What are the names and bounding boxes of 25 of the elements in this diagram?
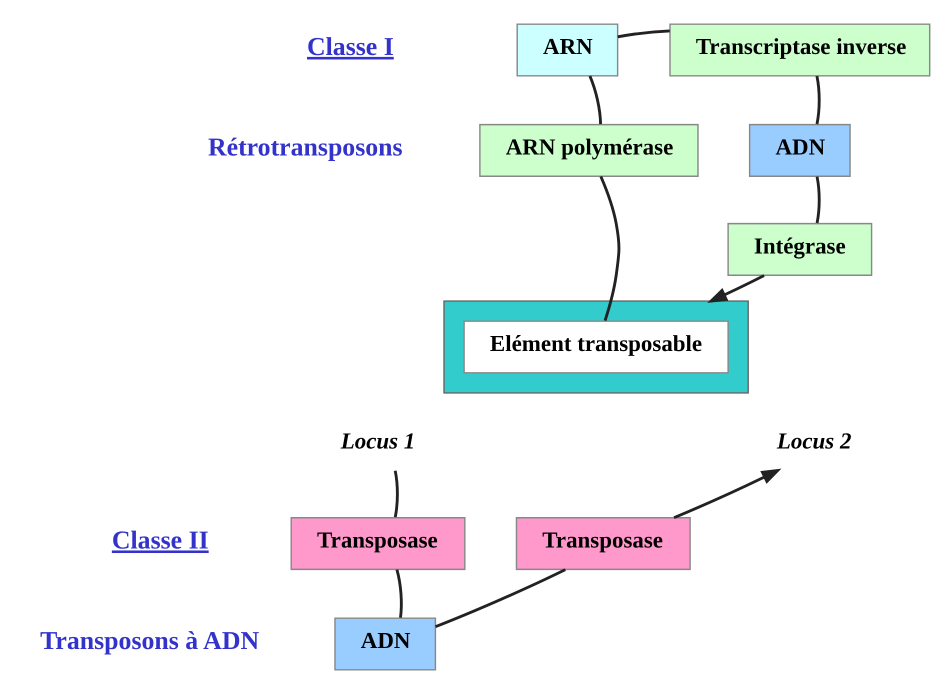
- connector: [816, 75, 821, 124]
- label: Rétrotransposons: [208, 132, 403, 161]
- connector: [394, 470, 399, 517]
- node-box: Transposase: [290, 516, 466, 570]
- node-box: ARN polymérase: [479, 123, 699, 176]
- connector: [618, 28, 670, 38]
- node-box: ARN: [516, 22, 618, 76]
- node-box: Transcriptase inverse: [669, 22, 930, 76]
- node-box: Intégrase: [727, 222, 872, 276]
- node-text: Locus 2: [776, 428, 852, 454]
- cluster: [443, 300, 749, 394]
- arrow: [707, 274, 765, 302]
- arrow: [674, 468, 782, 518]
- node-box: ADN: [334, 616, 436, 670]
- node-box: ADN: [748, 123, 851, 176]
- node-box: Transposase: [516, 516, 691, 570]
- label: Transposons à ADN: [40, 625, 260, 654]
- node-box: Elément transposable: [463, 320, 729, 374]
- label: Classe I: [307, 31, 394, 60]
- connector: [588, 75, 602, 124]
- connector: [396, 568, 403, 618]
- label: Classe II: [112, 524, 209, 554]
- connector: [816, 176, 821, 223]
- node-text: Locus 1: [340, 428, 416, 454]
- connector: [434, 568, 566, 628]
